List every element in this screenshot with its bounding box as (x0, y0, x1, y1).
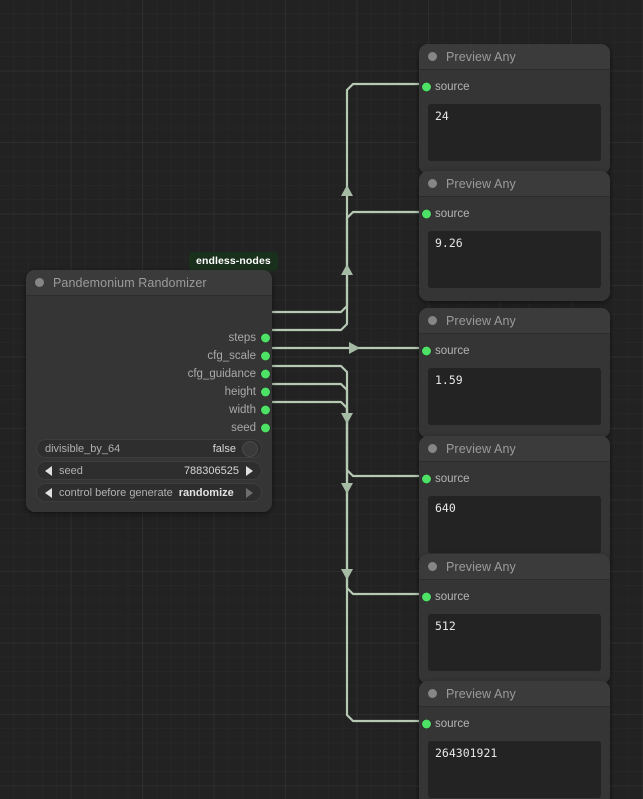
output-port-dot[interactable] (261, 405, 270, 415)
node-preview-any-6[interactable]: Preview Any source 264301921 (419, 681, 610, 799)
widget-divisible-by-64[interactable]: divisible_by_64 false (36, 439, 262, 458)
input-slot-source[interactable]: source (419, 343, 470, 359)
node-header[interactable]: Pandemonium Randomizer (26, 270, 272, 296)
node-header[interactable]: Preview Any (419, 171, 610, 197)
node-body: source 640 (419, 462, 610, 566)
previous-option-arrow-icon[interactable] (45, 487, 52, 498)
collapse-dot-icon[interactable] (428, 179, 437, 188)
node-title: Preview Any (446, 176, 516, 191)
input-port-dot[interactable] (422, 719, 431, 729)
collapse-dot-icon[interactable] (428, 562, 437, 571)
node-body: source 1.59 (419, 334, 610, 438)
widget-label: control before generate (59, 486, 173, 499)
output-port-dot[interactable] (261, 423, 270, 433)
output-slot-steps[interactable]: steps (26, 330, 272, 346)
input-label: source (435, 345, 470, 357)
output-label: cfg_scale (207, 350, 256, 362)
node-pack-badge: endless-nodes (189, 252, 278, 271)
output-slot-seed[interactable]: seed (26, 420, 272, 436)
input-port-dot[interactable] (422, 592, 431, 602)
decrement-arrow-icon[interactable] (45, 465, 52, 476)
node-title: Preview Any (446, 559, 516, 574)
node-body: source 9.26 (419, 197, 610, 301)
input-label: source (435, 208, 470, 220)
input-port-dot[interactable] (422, 209, 431, 219)
node-preview-any-3[interactable]: Preview Any source 1.59 (419, 308, 610, 438)
input-slot-source[interactable]: source (419, 716, 470, 732)
output-port-dot[interactable] (261, 333, 270, 343)
output-slot-height[interactable]: height (26, 384, 272, 400)
node-preview-any-4[interactable]: Preview Any source 640 (419, 436, 610, 566)
input-label: source (435, 591, 470, 603)
output-port-dot[interactable] (261, 351, 270, 361)
widget-value[interactable]: 788306525 (183, 464, 239, 477)
node-header[interactable]: Preview Any (419, 44, 610, 70)
input-slot-source[interactable]: source (419, 79, 470, 95)
output-label: seed (231, 422, 256, 434)
collapse-dot-icon[interactable] (428, 689, 437, 698)
widget-seed[interactable]: seed 788306525 (36, 461, 262, 480)
input-slot-source[interactable]: source (419, 471, 470, 487)
node-header[interactable]: Preview Any (419, 554, 610, 580)
widget-value[interactable]: randomize (178, 486, 234, 499)
toggle-knob-icon[interactable] (242, 440, 258, 457)
link-seed (269, 400, 419, 723)
node-title: Preview Any (446, 441, 516, 456)
output-slot-cfg-guidance[interactable]: cfg_guidance (26, 366, 272, 382)
node-body: source 24 (419, 70, 610, 174)
output-slot-cfg-scale[interactable]: cfg_scale (26, 348, 272, 364)
output-label: height (224, 386, 256, 398)
input-port-dot[interactable] (422, 474, 431, 484)
node-title: Preview Any (446, 49, 516, 64)
link-width (269, 382, 419, 596)
node-header[interactable]: Preview Any (419, 308, 610, 334)
node-pandemonium-randomizer[interactable]: Pandemonium Randomizer steps cfg_scale c… (26, 270, 272, 512)
input-slot-source[interactable]: source (419, 206, 470, 222)
widget-label: divisible_by_64 (45, 442, 121, 455)
input-port-dot[interactable] (422, 82, 431, 92)
input-label: source (435, 81, 470, 93)
preview-value-box[interactable]: 264301921 (428, 741, 601, 798)
input-label: source (435, 473, 470, 485)
output-slot-width[interactable]: width (26, 402, 272, 418)
node-preview-any-5[interactable]: Preview Any source 512 (419, 554, 610, 684)
preview-value-box[interactable]: 1.59 (428, 368, 601, 425)
input-slot-source[interactable]: source (419, 589, 470, 605)
collapse-dot-icon[interactable] (35, 278, 44, 287)
input-label: source (435, 718, 470, 730)
node-header[interactable]: Preview Any (419, 436, 610, 462)
link-steps (269, 82, 419, 314)
link-cfg-scale (269, 210, 419, 332)
widget-control-before-generate[interactable]: control before generate randomize (36, 483, 262, 502)
node-body: source 512 (419, 580, 610, 684)
collapse-dot-icon[interactable] (428, 52, 437, 61)
output-label: width (229, 404, 256, 416)
input-port-dot[interactable] (422, 346, 431, 356)
node-body: source 264301921 (419, 707, 610, 799)
collapse-dot-icon[interactable] (428, 316, 437, 325)
preview-value-box[interactable]: 640 (428, 496, 601, 553)
increment-arrow-icon[interactable] (246, 465, 253, 476)
output-port-dot[interactable] (261, 387, 270, 397)
widget-label: seed (59, 464, 83, 477)
widget-value: false (212, 442, 236, 455)
node-title: Preview Any (446, 313, 516, 328)
collapse-dot-icon[interactable] (428, 444, 437, 453)
node-body: steps cfg_scale cfg_guidance height widt… (26, 296, 272, 512)
node-title: Pandemonium Randomizer (53, 275, 207, 290)
preview-value-box[interactable]: 9.26 (428, 231, 601, 288)
output-port-dot[interactable] (261, 369, 270, 379)
node-header[interactable]: Preview Any (419, 681, 610, 707)
output-label: steps (228, 332, 257, 344)
preview-value-box[interactable]: 512 (428, 614, 601, 671)
link-direction-markers (341, 185, 360, 580)
next-option-arrow-icon[interactable] (246, 487, 253, 498)
link-height (269, 364, 419, 478)
node-preview-any-1[interactable]: Preview Any source 24 (419, 44, 610, 174)
node-preview-any-2[interactable]: Preview Any source 9.26 (419, 171, 610, 301)
preview-value-box[interactable]: 24 (428, 104, 601, 161)
node-title: Preview Any (446, 686, 516, 701)
output-label: cfg_guidance (187, 368, 256, 380)
